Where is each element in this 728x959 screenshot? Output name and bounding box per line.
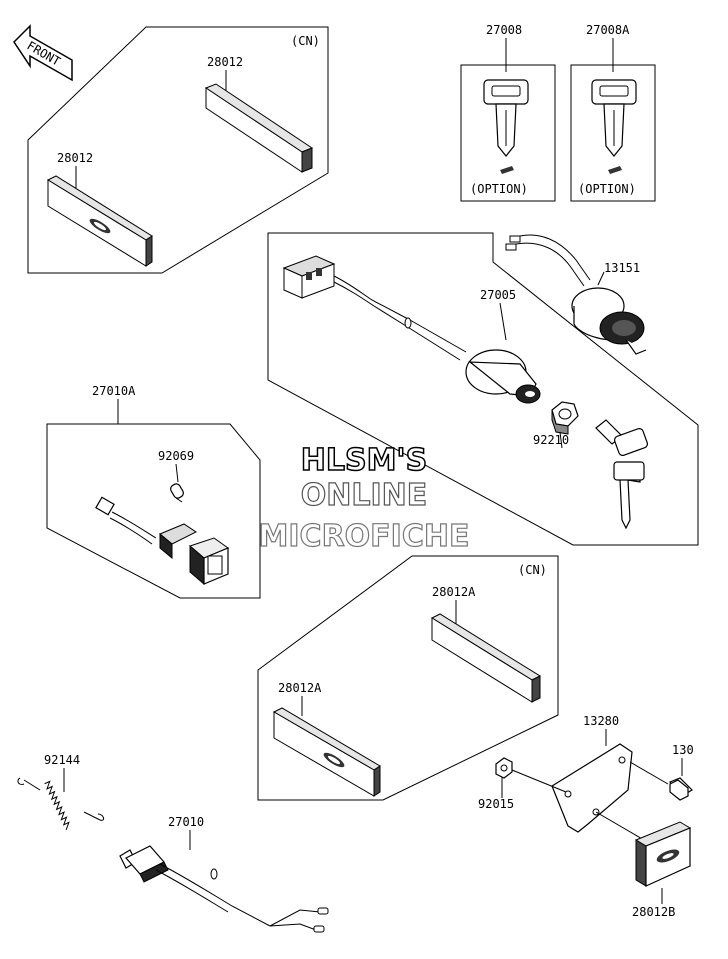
region-top-left: (CN) 28012 28012 — [27, 26, 329, 274]
socket-icon — [505, 234, 647, 355]
bolt-icon — [668, 777, 693, 801]
part-label-28012-upper: 28012 — [207, 55, 243, 69]
indicator-switch-icon — [95, 496, 230, 586]
watermark-line-1: HLSM'S — [301, 443, 427, 478]
part-label-28012B: 28012B — [632, 905, 675, 919]
connector-icon — [282, 255, 336, 299]
part-label-28012A-lower: 28012A — [278, 681, 322, 695]
region-27010A: 27010A 92069 — [46, 384, 261, 599]
nut-icon — [551, 401, 579, 435]
part-label-130: 130 — [672, 743, 694, 757]
region-tag-top-left: (CN) — [291, 34, 320, 48]
part-label-27010: 27010 — [168, 815, 204, 829]
nut-icon — [495, 757, 513, 779]
logo-emblem-icon — [89, 218, 111, 234]
key-icon — [591, 79, 637, 157]
bracket-assembly: 13280 130 92015 — [478, 714, 694, 919]
front-arrow-icon: FRONT — [13, 24, 73, 82]
brake-switch-icon — [119, 845, 329, 933]
part-label-92144: 92144 — [44, 753, 80, 767]
part-label-13151: 13151 — [604, 261, 640, 275]
watermark-line-2: ONLINE — [301, 478, 428, 513]
bulb-icon — [170, 483, 184, 503]
spring-icon — [17, 777, 105, 831]
option-label-2: (OPTION) — [578, 182, 636, 196]
region-middle-right: (CN) 28012A 28012A — [257, 555, 559, 801]
part-label-92015: 92015 — [478, 797, 514, 811]
option-label-1: (OPTION) — [470, 182, 528, 196]
ignition-switch-icon — [465, 349, 541, 404]
ignition-key-icon — [595, 419, 648, 530]
watermark-line-3: MICROFICHE — [259, 519, 470, 554]
part-label-27005: 27005 — [480, 288, 516, 302]
part-label-92069: 92069 — [158, 449, 194, 463]
spring-assembly: 92144 — [17, 753, 105, 831]
key-tag-icon — [608, 166, 622, 174]
key-tag-icon — [500, 166, 514, 174]
logo-emblem-icon — [323, 752, 345, 768]
part-label-28012-lower: 28012 — [57, 151, 93, 165]
watermark: HLSM'S ONLINE MICROFICHE — [258, 442, 470, 554]
part-label-27008A: 27008A — [586, 23, 630, 37]
region-ignition-switch: 27005 92210 13151 — [267, 232, 699, 546]
part-label-27008: 27008 — [486, 23, 522, 37]
key-option-box-2: 27008A (OPTION) — [570, 23, 656, 202]
brake-switch-assembly: 27010 — [119, 815, 329, 933]
part-label-28012A-upper: 28012A — [432, 585, 476, 599]
key-option-box-1: 27008 (OPTION) — [460, 23, 556, 202]
part-label-92210: 92210 — [533, 433, 569, 447]
bracket-icon — [551, 743, 633, 833]
part-label-13280: 13280 — [583, 714, 619, 728]
part-label-27010A: 27010A — [92, 384, 136, 398]
region-tag-middle-right: (CN) — [518, 563, 547, 577]
plate-28012B-icon — [634, 821, 692, 887]
key-icon — [483, 79, 529, 157]
